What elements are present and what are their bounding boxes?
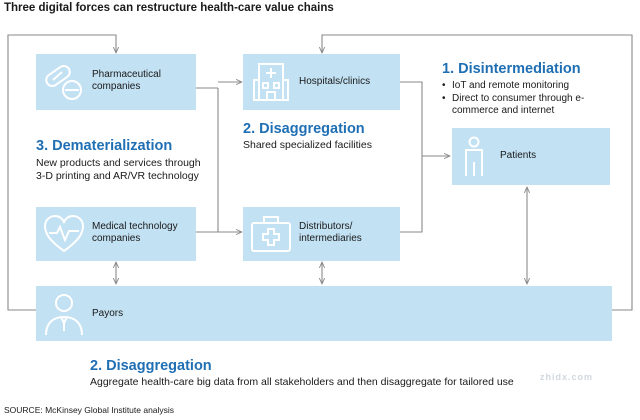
patients-box: Patients [452,128,610,185]
distributors-box: Distributors/ intermediaries [243,207,400,261]
disaggregation-bottom-text: Aggregate health-care big data from all … [90,376,514,388]
loop-left-line [7,34,116,311]
patient-icon [465,136,483,176]
disintermediation-heading: 1. Disintermediation [442,61,581,77]
pills-icon [45,64,82,100]
hospital-icon [253,63,289,101]
chart-title: Three digital forces can restructure hea… [4,2,334,14]
watermark: zhidx.com [540,372,594,382]
medtech-box: Medical technology companies [36,207,196,261]
disaggregation-bottom-heading: 2. Disaggregation [90,358,212,374]
source-note: SOURCE: McKinsey Global Institute analys… [4,405,175,415]
payors-box: Payors [36,286,612,341]
payor-person-icon [45,294,83,336]
dematerialization-text: New products and services through 3-D pr… [36,157,201,182]
hospitals-patients-line [400,81,423,233]
patients-label: Patients [500,150,537,161]
dematerialization-heading: 3. Dematerialization [36,138,173,154]
disaggregation-top-heading: 2. Disaggregation [243,121,365,137]
first-aid-kit-icon [251,216,291,252]
disaggregation-top-text: Shared specialized facilities [243,139,372,151]
loop-right-line [322,34,633,311]
hospitals-label: Hospitals/clinics [299,76,371,87]
payors-label: Payors [92,308,124,319]
heart-monitor-icon [43,214,85,253]
disintermediation-bullets: IoT and remote monitoring Direct to cons… [442,80,622,118]
medtech-label: Medical technology companies [92,221,178,244]
bullet-item: IoT and remote monitoring [442,80,622,93]
pharma-box: Pharmaceutical companies [36,54,196,110]
hospitals-box: Hospitals/clinics [243,54,400,110]
bullet-item: Direct to consumer through e-commerce an… [442,93,622,118]
pharma-label: Pharmaceutical companies [92,69,161,92]
distributors-label: Distributors/ intermediaries [299,221,362,244]
